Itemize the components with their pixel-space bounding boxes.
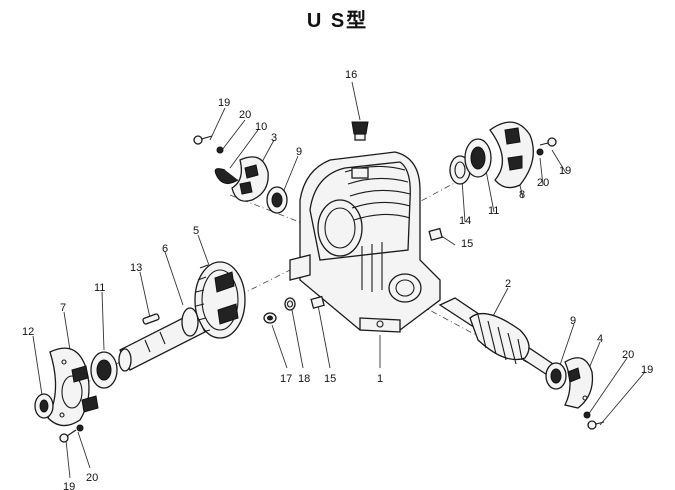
washer-part-17 <box>263 312 277 324</box>
label-part-9-top-left: 9 <box>296 146 302 158</box>
bearing-part-11-top-right <box>464 138 492 178</box>
worm-wheel-part-5 <box>194 261 246 339</box>
plug-part-15-bottom <box>310 295 325 309</box>
cover-part-7 <box>47 347 99 427</box>
oil-seal-part-12 <box>34 393 54 419</box>
label-part-8: 8 <box>519 189 525 201</box>
vent-plug-part-16 <box>351 121 369 141</box>
plug-part-15-top <box>428 227 443 241</box>
part-labels: 16 19 20 10 3 9 5 6 13 11 7 12 14 11 8 2… <box>22 69 653 490</box>
label-part-19-top-left: 19 <box>218 97 230 109</box>
washer-part-20-top-left <box>216 146 224 154</box>
bolt-part-19-right-bottom <box>587 420 605 430</box>
label-part-19-bottom-left: 19 <box>63 481 75 490</box>
label-part-11-top-right: 11 <box>488 205 499 217</box>
label-part-9-right: 9 <box>570 315 576 327</box>
label-part-15-bottom: 15 <box>324 373 336 385</box>
label-part-6: 6 <box>162 243 168 255</box>
label-part-3: 3 <box>271 132 277 144</box>
label-part-4: 4 <box>597 333 603 345</box>
key-part-13 <box>142 313 160 325</box>
bearing-part-9-top-left <box>266 186 288 214</box>
washer-part-20-right-bottom <box>583 411 591 419</box>
snap-ring-part-10 <box>214 168 239 184</box>
output-shaft-part-6 <box>118 307 206 372</box>
seal-part-18 <box>284 297 296 311</box>
label-part-10: 10 <box>255 121 267 133</box>
label-part-1: 1 <box>377 373 383 385</box>
label-part-19-right-bottom: 19 <box>641 364 653 376</box>
cover-part-8 <box>489 121 534 189</box>
label-part-20-bottom-left: 20 <box>86 472 98 484</box>
label-part-16: 16 <box>345 69 357 81</box>
housing-part-1 <box>289 151 441 333</box>
label-part-5: 5 <box>193 225 199 237</box>
cover-part-4 <box>564 357 594 409</box>
washer-part-20-top-right <box>536 148 544 156</box>
label-part-13: 13 <box>130 262 142 274</box>
label-part-15-top: 15 <box>461 238 473 250</box>
label-part-11-left: 11 <box>94 282 105 294</box>
label-part-18: 18 <box>298 373 310 385</box>
label-part-2: 2 <box>505 278 511 290</box>
washer-part-20-bottom-left <box>76 424 84 432</box>
bolt-part-19-top-left <box>193 135 213 145</box>
label-part-7: 7 <box>60 302 66 314</box>
worm-shaft-part-2 <box>438 297 567 381</box>
diagram-title: U S型 <box>306 10 369 32</box>
bearing-part-11-left <box>90 351 118 389</box>
label-part-20-top-left: 20 <box>239 109 251 121</box>
bolt-part-19-bottom-left <box>59 429 77 443</box>
label-part-20-right-bottom: 20 <box>622 349 634 361</box>
label-part-19-top-right: 19 <box>559 165 571 177</box>
bearing-part-9-right <box>545 362 567 390</box>
bolt-part-19-top-right <box>539 137 557 147</box>
leader-lines <box>32 81 646 479</box>
label-part-12: 12 <box>22 326 34 338</box>
label-part-14: 14 <box>459 215 471 227</box>
label-part-20-top-right: 20 <box>537 177 549 189</box>
cover-part-3 <box>231 156 269 202</box>
label-part-17: 17 <box>280 373 292 385</box>
